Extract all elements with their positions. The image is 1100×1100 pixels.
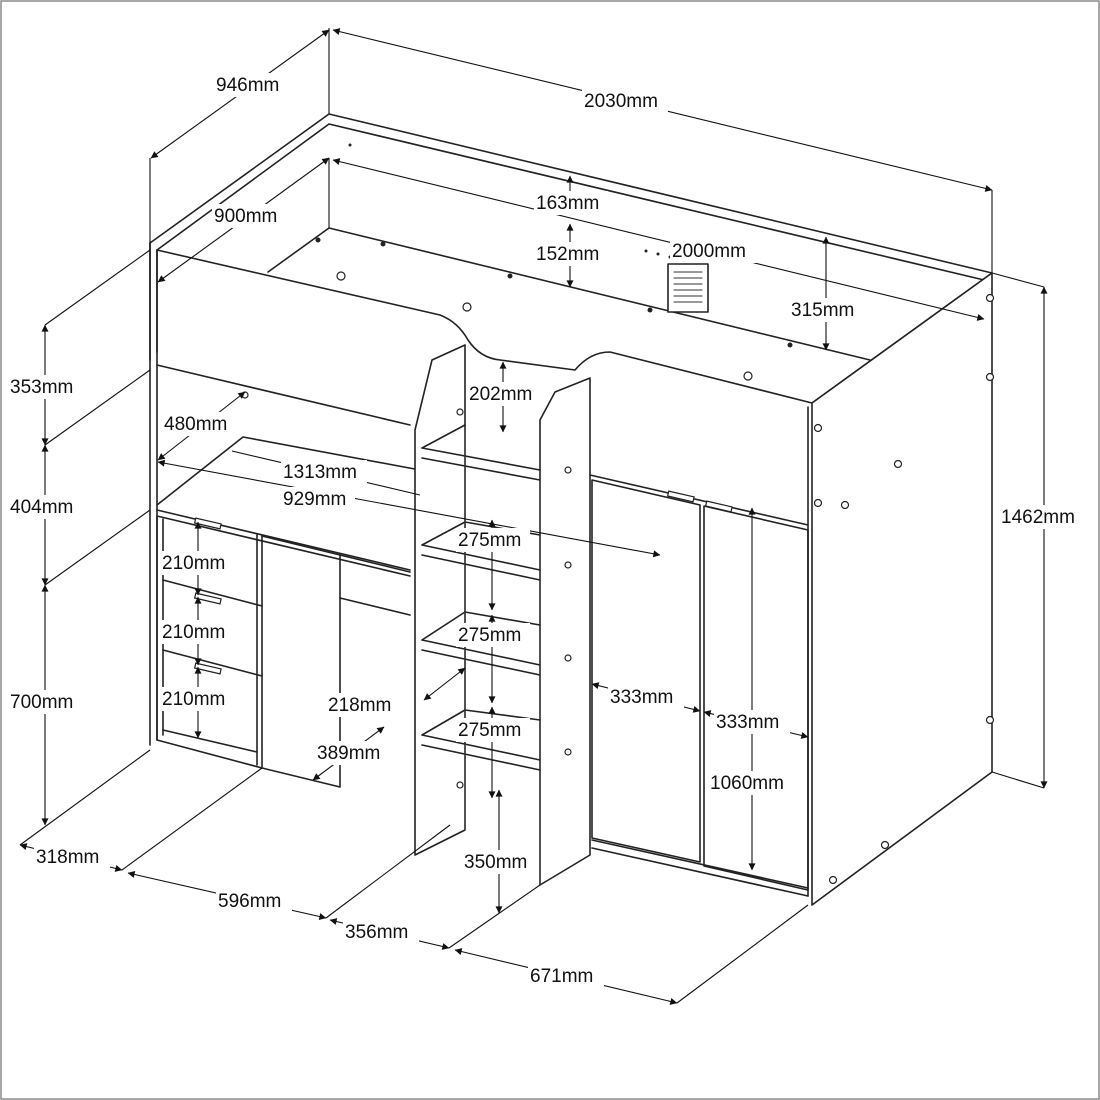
label-upper-height: 353mm (10, 377, 73, 398)
label-guard-height-top: 163mm (536, 193, 599, 214)
label-wardrobe-height: 1060mm (710, 773, 784, 794)
drawer-front-1 (162, 579, 263, 607)
vent-grille (667, 263, 709, 313)
ladder-left-rail (414, 344, 466, 856)
drawer-handle-3 (193, 662, 222, 675)
label-desk-depth: 480mm (164, 414, 227, 435)
upper-shelf-line (156, 364, 411, 426)
label-rail-height: 315mm (791, 300, 854, 321)
front-rail-top (156, 249, 813, 404)
label-ladder-bottom-gap: 350mm (464, 852, 527, 873)
label-drawer-1: 210mm (162, 553, 225, 574)
label-door-1-width: 333mm (610, 687, 673, 708)
label-desk-opening: 389mm (317, 743, 380, 764)
label-ladder-width: 218mm (328, 695, 391, 716)
drawer-handle-2 (193, 592, 222, 605)
label-step-gap-2: 275mm (458, 625, 521, 646)
label-drawer-unit-depth: 318mm (36, 847, 99, 868)
label-desk-front-width: 596mm (218, 891, 281, 912)
label-desk-inner-length: 929mm (283, 489, 346, 510)
label-desk-length: 1313mm (283, 462, 357, 483)
drawer-bottom (162, 729, 258, 753)
drawer-front-2 (162, 649, 263, 677)
wardrobe-handle-left (666, 490, 695, 503)
label-lower-height: 700mm (10, 692, 73, 713)
label-drawer-2: 210mm (162, 622, 225, 643)
drawer-unit-body (156, 515, 263, 769)
label-mattress-length: 2000mm (672, 241, 746, 262)
ladder-step-2 (421, 521, 541, 581)
label-overall-length: 2030mm (584, 91, 658, 112)
label-ladder-depth: 356mm (345, 922, 408, 943)
wardrobe-door-right (703, 505, 809, 891)
ladder-right-rail (539, 377, 591, 886)
label-guard-gap: 152mm (536, 244, 599, 265)
label-overall-depth: 946mm (216, 75, 279, 96)
wardrobe-handle-right (704, 500, 733, 513)
label-step-gap-1: 275mm (458, 530, 521, 551)
label-ladder-top-gap: 202mm (469, 384, 532, 405)
wardrobe-plinth (591, 839, 809, 897)
label-overall-height: 1462mm (1001, 507, 1075, 528)
label-mattress-width: 900mm (214, 206, 277, 227)
label-step-gap-3: 275mm (458, 720, 521, 741)
desk-modesty-panel (339, 554, 411, 616)
label-wardrobe-width: 671mm (530, 966, 593, 987)
wardrobe-door-left (591, 479, 701, 863)
ladder-step-3 (421, 611, 541, 676)
ladder-step-4 (421, 709, 541, 771)
label-mid-height: 404mm (10, 497, 73, 518)
label-door-2-width: 333mm (716, 712, 779, 733)
label-drawer-3: 210mm (162, 689, 225, 710)
dimension-labels: 946mm 2030mm 900mm 163mm 152mm 2000mm 31… (8, 73, 1089, 988)
